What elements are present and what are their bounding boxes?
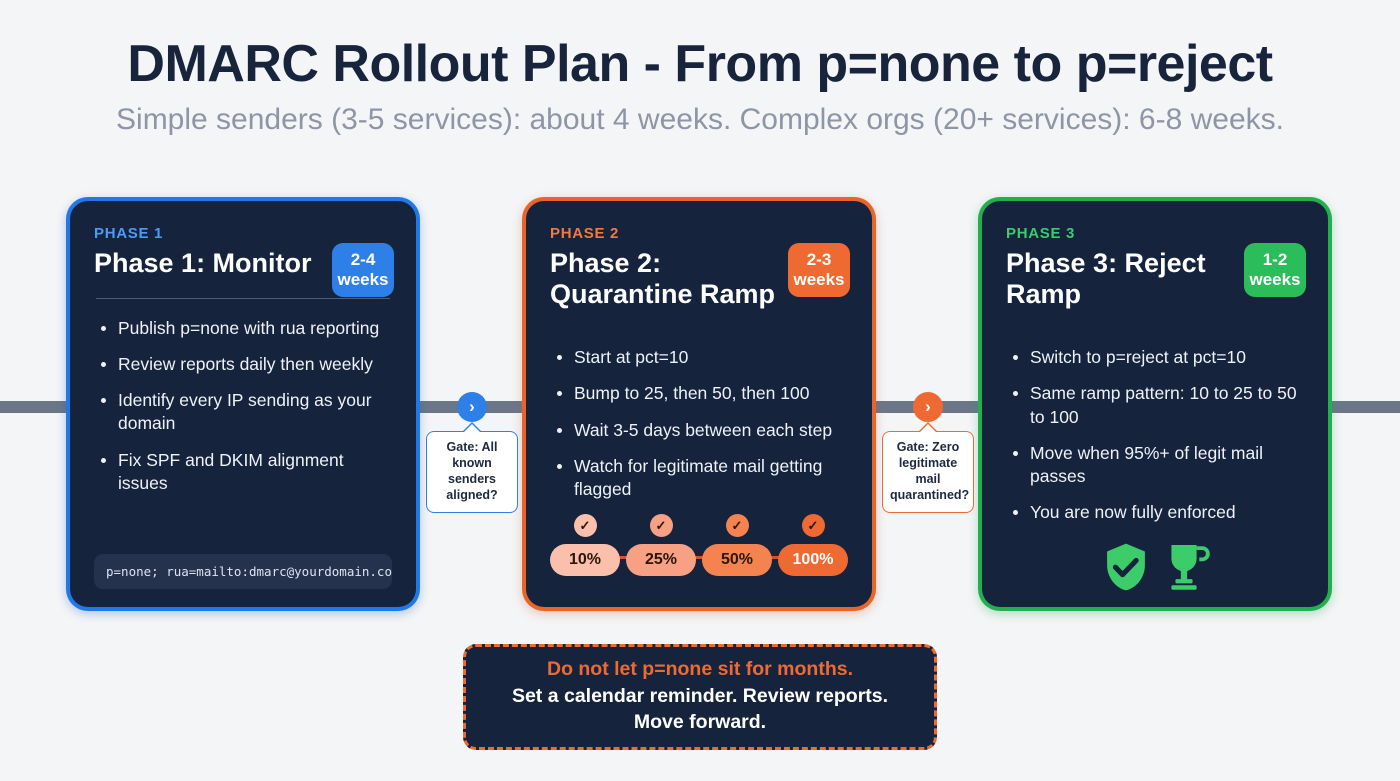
warning-body: Set a calendar reminder. Review reports.… — [511, 685, 889, 733]
list-item: You are now fully enforced — [1006, 501, 1304, 524]
ramp-step-50[interactable]: ✓ 50% — [702, 514, 772, 577]
phase-1-divider — [96, 297, 390, 299]
phase-3-achievement-icons — [1006, 538, 1304, 596]
phase-card-3[interactable]: PHASE 3 Phase 3: Reject Ramp 1-2 weeks S… — [978, 197, 1332, 611]
ramp-step-25[interactable]: ✓ 25% — [626, 514, 696, 577]
list-item: Identify every IP sending as your domain — [94, 389, 392, 436]
check-icon: ✓ — [573, 514, 597, 538]
list-item: Publish p=none with rua reporting — [94, 317, 392, 340]
trophy-icon — [1171, 544, 1210, 590]
check-icon: ✓ — [801, 514, 825, 538]
phase-3-eyebrow: PHASE 3 — [1006, 225, 1076, 242]
list-item: Move when 95%+ of legit mail passes — [1006, 442, 1304, 489]
ramp-step-25-label: 25% — [626, 544, 696, 577]
ramp-step-100-label: 100% — [778, 544, 848, 577]
chevron-right-icon[interactable]: › — [457, 392, 487, 422]
phase-2-duration-badge: 2-3 weeks — [788, 243, 850, 297]
phase-card-2-body: PHASE 2 Phase 2: Quarantine Ramp 2-3 wee… — [526, 201, 872, 607]
gate-1-label: Gate: All known senders aligned? — [426, 422, 518, 513]
phase-2-bullet-list: Start at pct=10 Bump to 25, then 50, the… — [550, 346, 848, 514]
gate-2[interactable]: › Gate: Zero legitimate mail quarantined… — [882, 392, 974, 513]
phase-1-bullet-list: Publish p=none with rua reporting Review… — [94, 317, 392, 509]
gate-1[interactable]: › Gate: All known senders aligned? — [426, 392, 518, 513]
page-title: DMARC Rollout Plan - From p=none to p=re… — [127, 35, 1273, 93]
shield-check-icon — [1107, 543, 1145, 590]
ramp-step-100[interactable]: ✓ 100% — [778, 514, 848, 577]
phase-card-1-body: PHASE 1 Phase 1: Monitor 2-4 weeks Publi… — [70, 201, 416, 607]
check-icon: ✓ — [725, 514, 749, 538]
phase-card-2[interactable]: PHASE 2 Phase 2: Quarantine Ramp 2-3 wee… — [522, 197, 876, 611]
quarantine-ramp-steps: ✓ 10% ✓ 25% ✓ 50% ✓ 100% — [550, 514, 848, 577]
phase-1-code-snippet: p=none; rua=mailto:dmarc@yourdomain.com — [94, 554, 392, 589]
chevron-right-icon[interactable]: › — [913, 392, 943, 422]
phase-3-duration-unit: weeks — [1249, 270, 1301, 289]
phase-1-duration-value: 2-4 — [350, 250, 376, 270]
list-item: Watch for legitimate mail getting flagge… — [550, 455, 848, 502]
phase-1-duration-badge: 2-4 weeks — [332, 243, 394, 297]
phase-card-3-body: PHASE 3 Phase 3: Reject Ramp 1-2 weeks S… — [982, 201, 1328, 607]
phase-3-title: Phase 3: Reject Ramp — [1006, 248, 1206, 309]
phase-1-title: Phase 1: Monitor — [94, 248, 312, 278]
ramp-step-50-label: 50% — [702, 544, 772, 577]
list-item: Review reports daily then weekly — [94, 353, 392, 376]
list-item: Fix SPF and DKIM alignment issues — [94, 449, 392, 496]
ramp-step-10[interactable]: ✓ 10% — [550, 514, 620, 577]
phase-2-title: Phase 2: Quarantine Ramp — [550, 248, 776, 309]
phase-card-1[interactable]: PHASE 1 Phase 1: Monitor 2-4 weeks Publi… — [66, 197, 420, 611]
list-item: Switch to p=reject at pct=10 — [1006, 346, 1304, 369]
phase-2-duration-unit: weeks — [793, 270, 845, 289]
list-item: Start at pct=10 — [550, 346, 848, 369]
warning-banner: Do not let p=none sit for months. Set a … — [463, 644, 937, 750]
ramp-step-10-label: 10% — [550, 544, 620, 577]
page-subtitle: Simple senders (3-5 services): about 4 w… — [116, 103, 1284, 136]
ramp-connector-line — [580, 556, 818, 560]
list-item: Same ramp pattern: 10 to 25 to 50 to 100 — [1006, 382, 1304, 429]
phase-3-bullet-list: Switch to p=reject at pct=10 Same ramp p… — [1006, 346, 1304, 538]
phase-3-duration-badge: 1-2 weeks — [1244, 243, 1306, 297]
phase-2-eyebrow: PHASE 2 — [550, 225, 620, 242]
gate-2-label: Gate: Zero legitimate mail quarantined? — [882, 422, 974, 513]
phase-3-duration-value: 1-2 — [1262, 250, 1288, 270]
list-item: Wait 3-5 days between each step — [550, 419, 848, 442]
check-icon: ✓ — [649, 514, 673, 538]
phase-1-duration-unit: weeks — [337, 270, 389, 289]
phase-2-duration-value: 2-3 — [806, 250, 832, 270]
warning-headline: Do not let p=none sit for months. — [546, 658, 854, 681]
phase-1-eyebrow: PHASE 1 — [94, 225, 164, 242]
list-item: Bump to 25, then 50, then 100 — [550, 382, 848, 405]
